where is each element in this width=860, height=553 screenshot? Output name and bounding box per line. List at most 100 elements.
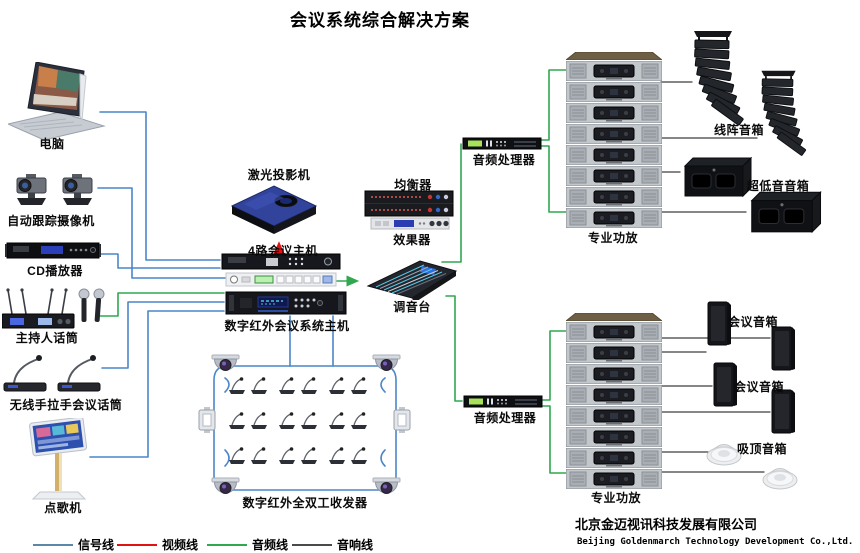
amplifier-unit — [566, 61, 662, 81]
ir-junction-box-left-image — [196, 406, 218, 434]
ir-junction-box-right-image — [391, 406, 413, 434]
effects-processor-image — [370, 217, 450, 231]
amplifier-unit — [566, 166, 662, 186]
conference-mic-grid — [228, 376, 378, 481]
company-name-en: Beijing Goldenmarch Technology Developme… — [577, 537, 854, 547]
host-microphone-label: 主持人话筒 — [15, 331, 79, 345]
pro-amplifier-top-label: 专业功放 — [587, 231, 639, 245]
ceiling-speaker-1-image — [706, 436, 742, 467]
amplifier-unit — [566, 406, 662, 426]
legend-item-signal: 信号线 — [33, 536, 114, 553]
legend-item-audio: 音频线 — [207, 536, 288, 553]
conference-speaker-label-2: 会议音箱 — [733, 380, 785, 394]
amplifier-unit — [566, 103, 662, 123]
conference-mic-pair — [278, 446, 328, 481]
speaker-line-swatch — [292, 543, 332, 546]
wire-mic-audio — [97, 292, 225, 317]
conference-speaker-2-image — [769, 325, 797, 375]
ir-full-duplex-transceiver-label: 数字红外全双工收发器 — [242, 496, 368, 510]
subwoofer-1-image — [677, 152, 753, 200]
tracking-camera-1-image — [14, 172, 50, 208]
conference-mic-pair — [228, 411, 278, 446]
conference-speaker-1-image — [705, 300, 733, 350]
wireless-conference-mic-image — [2, 350, 108, 394]
amplifier-stack-bottom — [566, 313, 662, 489]
equalizer-image — [364, 190, 454, 217]
wireless-conference-mic-label: 无线手拉手会议话筒 — [9, 398, 123, 412]
wire-loop-detail-2 — [380, 377, 386, 393]
amplifier-unit — [566, 187, 662, 207]
tracking-camera-2-image — [60, 172, 96, 208]
ceiling-speaker-2-image — [762, 460, 798, 491]
amplifier-unit — [566, 208, 662, 228]
legend-audio-label: 音频线 — [252, 538, 289, 552]
conference-mic-pair — [328, 446, 378, 481]
signal-line-swatch — [33, 543, 73, 546]
computer-image — [6, 61, 106, 142]
conference-controller-image — [225, 272, 337, 288]
conference-mic-pair — [228, 376, 278, 411]
conference-mic-pair — [328, 411, 378, 446]
wire-camera-to-host — [97, 187, 226, 279]
amp-stack-top-face — [566, 313, 662, 321]
amplifier-stack-top — [566, 52, 662, 228]
conference-mic-pair — [228, 446, 278, 481]
conference-host-4ch-image — [220, 253, 342, 271]
conference-mic-pair — [328, 376, 378, 411]
karaoke-machine-label: 点歌机 — [44, 501, 82, 515]
wire-mixer-to-processor-top — [441, 143, 462, 263]
ir-dome-transceiver-3-image — [210, 475, 241, 502]
computer-label: 电脑 — [39, 137, 65, 151]
line-array-speaker-1-image — [686, 28, 750, 128]
company-name-cn: 北京金迈视讯科技发展有限公司 — [575, 517, 758, 532]
mixer-image — [366, 254, 458, 303]
wire-proc1-to-amp-bottom — [541, 145, 567, 213]
conference-host-4ch-label: 4路会议主机 — [248, 244, 318, 258]
effects-processor-label: 效果器 — [393, 233, 431, 247]
ir-dome-transceiver-2-image — [371, 352, 402, 379]
amp-stack-top-face — [566, 52, 662, 60]
host-microphone-image — [1, 284, 108, 334]
legend-speaker-label: 音响线 — [337, 538, 374, 552]
wire-proc2-to-amp-top — [542, 330, 567, 401]
digital-ir-conference-host-image — [224, 290, 348, 317]
amplifier-unit — [566, 448, 662, 468]
legend-item-speaker: 音响线 — [292, 536, 373, 553]
line-array-speaker-2-image — [754, 68, 812, 158]
audio-processor-bottom-image — [463, 395, 543, 408]
conference-mic-pair — [278, 376, 328, 411]
video-line-swatch — [117, 543, 157, 546]
amplifier-unit — [566, 343, 662, 363]
wire-karaoke-to-host — [89, 310, 225, 458]
amplifier-unit — [566, 469, 662, 489]
amplifier-unit — [566, 145, 662, 165]
karaoke-machine-image — [28, 416, 90, 502]
legend-item-video: 视频线 — [117, 536, 198, 553]
wire-loop-detail-1 — [224, 377, 230, 393]
amplifier-unit — [566, 385, 662, 405]
conference-speaker-3-image — [711, 361, 739, 411]
amplifier-unit — [566, 124, 662, 144]
line-array-speaker-label: 线阵音箱 — [713, 123, 765, 137]
laser-projector-label: 激光投影机 — [247, 168, 311, 182]
wire-cd-to-host — [95, 253, 221, 269]
conference-speaker-4-image — [769, 388, 797, 438]
wire-computer-to-host — [99, 111, 221, 261]
ir-dome-transceiver-4-image — [371, 475, 402, 502]
amplifier-unit — [566, 364, 662, 384]
wire-loop-detail-3 — [224, 449, 230, 467]
audio-processor-bottom-label: 音频处理器 — [473, 411, 537, 425]
page-title: 会议系统综合解决方案 — [290, 11, 470, 30]
equalizer-label: 均衡器 — [394, 178, 432, 192]
wire-proc1-to-amp-top — [541, 69, 567, 141]
tracking-camera-label: 自动跟踪摄像机 — [7, 214, 95, 228]
conference-mic-pair — [278, 411, 328, 446]
legend-video-label: 视频线 — [162, 538, 199, 552]
audio-line-swatch — [207, 543, 247, 546]
subwoofer-label: 超低音音箱 — [746, 179, 810, 193]
audio-processor-top-label: 音频处理器 — [472, 153, 536, 167]
wire-proc2-to-amp-bottom — [542, 405, 567, 474]
laser-projector-image — [224, 180, 324, 240]
